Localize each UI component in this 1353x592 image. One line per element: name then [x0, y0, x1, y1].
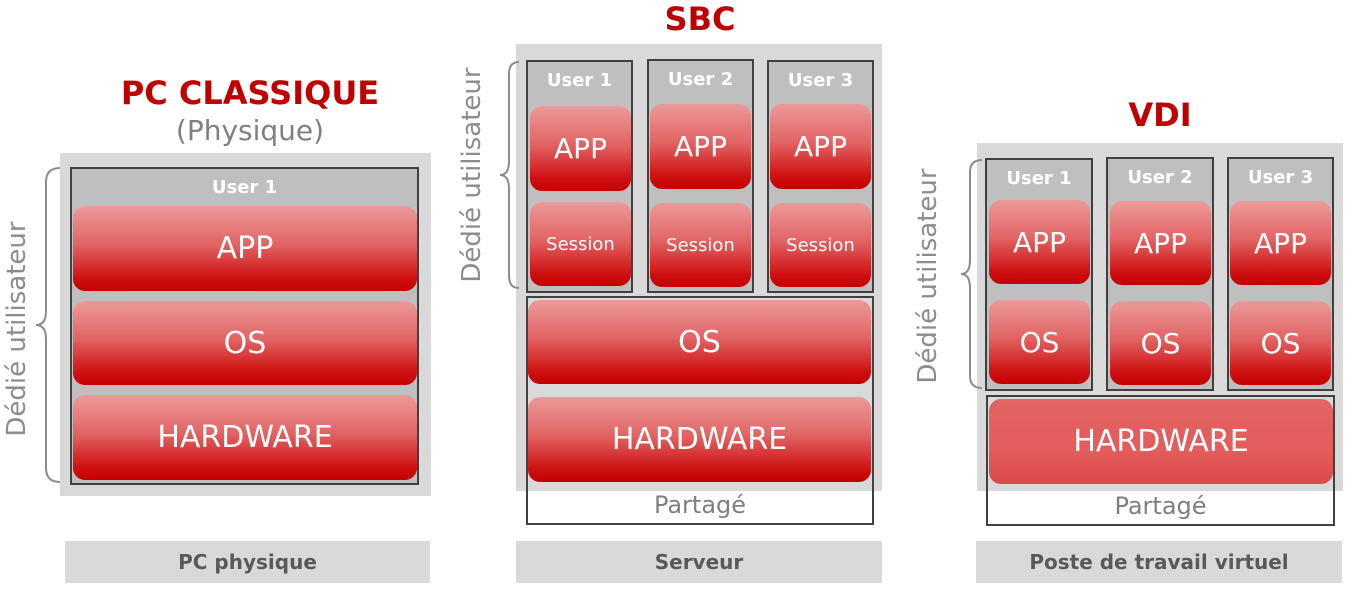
- pc-bottom-label: PC physique: [178, 550, 317, 574]
- pc-subtitle: (Physique): [175, 114, 325, 147]
- vdi-shared-box: Partagé: [986, 395, 1335, 526]
- vdi-os-block-1: OS: [989, 300, 1090, 384]
- sbc-title: SBC: [664, 0, 736, 38]
- vdi-os-block-3: OS: [1230, 301, 1331, 385]
- pc-user-label: User 1: [211, 177, 278, 198]
- sbc-user-label-2: User 2: [667, 69, 734, 90]
- sbc-app-label-2: APP: [674, 130, 727, 163]
- pc-app-label: APP: [216, 231, 274, 266]
- vdi-os-label-2: OS: [1140, 326, 1181, 360]
- vdi-os-label-1: OS: [1019, 325, 1060, 359]
- sbc-shared-label: Partagé: [653, 491, 747, 519]
- sbc-session-block-1: Session: [530, 202, 631, 286]
- vdi-shared-label: Partagé: [1114, 492, 1207, 520]
- pc-os-label: OS: [223, 325, 267, 361]
- sbc-session-label-1: Session: [546, 233, 615, 255]
- pc-app-block: APP: [73, 206, 417, 291]
- sbc-app-block-2: APP: [650, 104, 751, 189]
- sbc-os-label: OS: [678, 324, 721, 360]
- sbc-bottom-bar: Serveur: [516, 541, 882, 583]
- vdi-hardware-block: HARDWARE: [989, 399, 1333, 484]
- pc-side-label: Dédié utilisateur: [2, 221, 32, 437]
- vdi-user-label-3: User 3: [1247, 167, 1314, 188]
- sbc-app-label-1: APP: [554, 132, 607, 165]
- sbc-side-label: Dédié utilisateur: [457, 67, 487, 283]
- sbc-hardware-block: HARDWARE: [528, 397, 871, 482]
- pc-hardware-block: HARDWARE: [73, 395, 417, 480]
- pc-hardware-label: HARDWARE: [157, 420, 333, 455]
- sbc-app-label-3: APP: [794, 130, 847, 163]
- vdi-side-label: Dédié utilisateur: [913, 168, 943, 384]
- vdi-app-label-1: APP: [1013, 225, 1066, 259]
- vdi-os-label-3: OS: [1260, 326, 1301, 360]
- vdi-bottom-label: Poste de travail virtuel: [1029, 550, 1289, 574]
- sbc-session-label-2: Session: [666, 234, 735, 256]
- vdi-app-label-3: APP: [1254, 226, 1307, 260]
- sbc-app-block-1: APP: [530, 106, 631, 191]
- vdi-app-block-2: APP: [1110, 201, 1211, 285]
- sbc-shared-box: Partagé: [526, 296, 874, 525]
- sbc-session-block-2: Session: [650, 203, 751, 287]
- vdi-app-block-3: APP: [1230, 201, 1331, 285]
- vdi-user-label-1: User 1: [1006, 168, 1072, 189]
- sbc-user-label-3: User 3: [787, 70, 854, 91]
- vdi-app-label-2: APP: [1134, 226, 1187, 260]
- sbc-bottom-label: Serveur: [654, 550, 744, 574]
- vdi-app-block-1: APP: [989, 200, 1090, 284]
- sbc-app-block-3: APP: [770, 104, 871, 189]
- pc-os-block: OS: [73, 301, 417, 385]
- sbc-session-label-3: Session: [786, 234, 855, 256]
- pc-brace: [35, 167, 61, 483]
- sbc-brace: [499, 61, 520, 289]
- vdi-brace: [960, 159, 983, 389]
- vdi-title: VDI: [1128, 96, 1192, 134]
- sbc-hardware-label: HARDWARE: [611, 422, 788, 457]
- sbc-session-block-3: Session: [770, 203, 871, 287]
- sbc-user-label-1: User 1: [546, 70, 613, 91]
- vdi-user-label-2: User 2: [1127, 167, 1193, 188]
- vdi-hardware-label: HARDWARE: [1073, 424, 1249, 459]
- sbc-os-block: OS: [528, 300, 871, 384]
- vdi-os-block-2: OS: [1110, 301, 1211, 385]
- pc-title: PC CLASSIQUE: [120, 74, 380, 112]
- pc-bottom-bar: PC physique: [65, 541, 430, 583]
- vdi-bottom-bar: Poste de travail virtuel: [976, 541, 1342, 583]
